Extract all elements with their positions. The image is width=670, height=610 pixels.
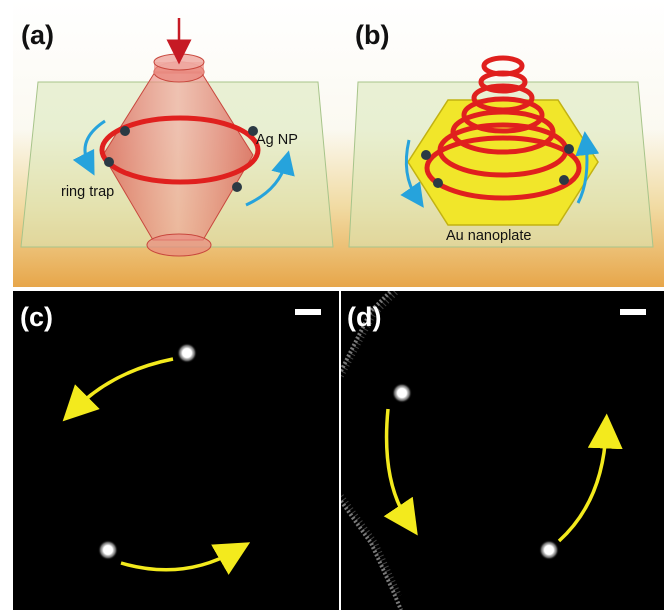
rotation-arrow-left: [72, 119, 106, 176]
ag-nanoparticle: [433, 178, 443, 188]
ag-np-label: Ag NP: [256, 132, 298, 148]
ag-nanoparticle: [564, 144, 574, 154]
panel-b-illustration: [348, 55, 654, 248]
motion-arrow: [62, 357, 174, 422]
ag-nanoparticle: [248, 126, 258, 136]
ag-nanoparticle: [104, 157, 114, 167]
schematic-panel: (a) (b) ring trap Ag NP Au nanoplate: [13, 0, 664, 287]
panel-d-svg: [341, 291, 646, 610]
ag-nanoparticle: [559, 175, 569, 185]
au-nanoplate-label: Au nanoplate: [446, 228, 532, 244]
ag-nanoparticle: [120, 126, 130, 136]
motion-arrow: [383, 408, 418, 536]
rotation-arrow-right: [575, 131, 600, 204]
panel-a-illustration: [20, 18, 334, 257]
panel-label-c: (c): [20, 302, 53, 332]
rotation-arrow-right: [245, 150, 295, 207]
ring-trap-a: [99, 115, 261, 185]
trapped-particle-spot: [98, 540, 118, 560]
panel-label-d: (d): [347, 302, 382, 332]
au-nanoplate: [407, 99, 599, 226]
panel-d-microscopy: (d): [341, 291, 664, 610]
scale-bar: [295, 309, 321, 315]
stacked-ring-traps: [424, 55, 582, 201]
panel-c-microscopy: (c): [13, 291, 339, 610]
scale-bar: [620, 309, 646, 315]
rotation-arrow-left: [400, 139, 424, 208]
panel-label-b: (b): [355, 20, 390, 50]
trapped-particle-spot: [177, 343, 197, 363]
nanoplate-edge-scatter: [341, 291, 403, 610]
trapped-particle-spot: [392, 383, 412, 403]
beam-top-end: [153, 53, 205, 71]
beam-bottom-cap: [146, 233, 212, 257]
schematic-svg: [20, 18, 654, 257]
trapped-particle-spot: [539, 540, 559, 560]
motion-arrow: [557, 413, 623, 543]
panel-c-svg: [62, 309, 321, 575]
panel-label-a: (a): [21, 20, 54, 50]
ag-nanoparticle: [421, 150, 431, 160]
motion-arrow: [120, 542, 251, 575]
ag-nanoparticle: [232, 182, 242, 192]
nanoplate-edge-scatter: [341, 291, 402, 598]
ring-trap-label: ring trap: [61, 184, 115, 200]
